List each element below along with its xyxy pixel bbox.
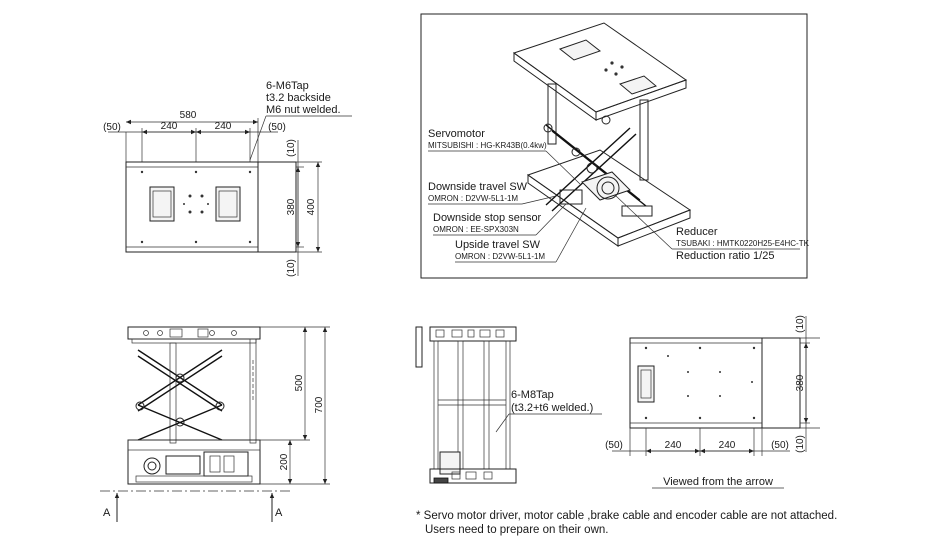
iso-top-plate: [512, 22, 688, 113]
down-sw-model: OMRON : D2VW-5L1-1M: [428, 194, 518, 203]
dim-seg1: 240: [161, 121, 178, 132]
arrow-dim-bottom-margin: (10): [795, 435, 806, 453]
up-sw-model: OMRON : D2VW-5L1-1M: [455, 252, 545, 261]
stop-sensor-title: Downside stop sensor: [433, 212, 542, 224]
front-scissor-arm-2: [137, 349, 223, 406]
arrow-dim-right-offset: (50): [771, 440, 789, 451]
plate-holes: [140, 170, 252, 244]
dim-left-offset: (50): [103, 122, 121, 133]
servomotor-title: Servomotor: [428, 128, 485, 140]
arrow-view: (10) 380 (10) (50) 240 240 (50) Viewed f…: [605, 315, 820, 489]
section-label-left: A: [103, 507, 111, 519]
footnote-line2: Users need to prepare on their own.: [425, 524, 608, 536]
plate-opening-left: [149, 186, 175, 222]
servomotor-model: MITSUBISHI : HG-KR43B(0.4kw): [428, 141, 547, 150]
dim-inner-height: 380: [286, 198, 297, 215]
isometric-view: Servomotor MITSUBISHI : HG-KR43B(0.4kw) …: [420, 13, 810, 279]
side-top-plate: [429, 326, 517, 342]
iso-top-opening-1: [558, 39, 602, 61]
front-top-plate: [127, 326, 261, 340]
stop-sensor-model: OMRON : EE-SPX303N: [433, 225, 519, 234]
top-view-tap-note-line1: 6-M6Tap: [266, 80, 309, 92]
front-view: 500 700 200 A A: [100, 326, 330, 522]
front-base: [127, 439, 261, 485]
top-view-tap-note-line3: M6 nut welded.: [266, 104, 341, 116]
arrow-dim-left-offset: (50): [605, 440, 623, 451]
dim-700: 700: [314, 396, 325, 413]
dim-200: 200: [279, 453, 290, 470]
dim-580: 580: [180, 110, 197, 121]
iso-reducer: [596, 176, 620, 200]
footnote: * Servo motor driver, motor cable ,brake…: [416, 510, 837, 536]
plate-opening-right: [215, 186, 241, 222]
footnote-line1: * Servo motor driver, motor cable ,brake…: [416, 510, 837, 522]
reducer-model: TSUBAKI : HMTK0220H25-E4HC-TK: [676, 239, 810, 248]
section-label-right: A: [275, 507, 283, 519]
down-sw-title: Downside travel SW: [428, 181, 528, 193]
arrow-dim-seg2: 240: [719, 440, 736, 451]
iso-top-opening-2: [618, 75, 658, 95]
dim-bottom-margin: (10): [286, 259, 297, 277]
side-column-right: [505, 340, 511, 470]
dim-stroke: 500: [294, 374, 305, 391]
arrow-view-caption: Viewed from the arrow: [663, 476, 773, 488]
front-base-mechanism: [135, 451, 253, 483]
arrow-view-opening: [637, 365, 655, 403]
up-sw-title: Upside travel SW: [455, 239, 541, 251]
top-view-tap-note-line2: t3.2 backside: [266, 92, 331, 104]
top-view: 6-M6Tap t3.2 backside M6 nut welded. 580…: [103, 80, 352, 277]
arrow-dim-seg1: 240: [665, 440, 682, 451]
dim-seg2: 240: [215, 121, 232, 132]
dim-right-offset: (50): [268, 122, 286, 133]
side-tap-note-line2: (t3.2+t6 welded.): [511, 402, 593, 414]
arrow-dim-height: 380: [795, 374, 806, 391]
side-view: 6-M8Tap (t3.2+t6 welded.): [415, 326, 602, 484]
side-column-left: [433, 340, 439, 470]
reducer-title: Reducer: [676, 226, 718, 238]
reducer-ratio: Reduction ratio 1/25: [676, 250, 774, 262]
iso-frame: [420, 13, 808, 279]
side-tap-note-line1: 6-M8Tap: [511, 389, 554, 401]
dim-top-margin: (10): [286, 139, 297, 157]
dim-outer-height: 400: [306, 198, 317, 215]
side-base-plate: [429, 468, 517, 484]
arrow-dim-top-margin: (10): [795, 315, 806, 333]
